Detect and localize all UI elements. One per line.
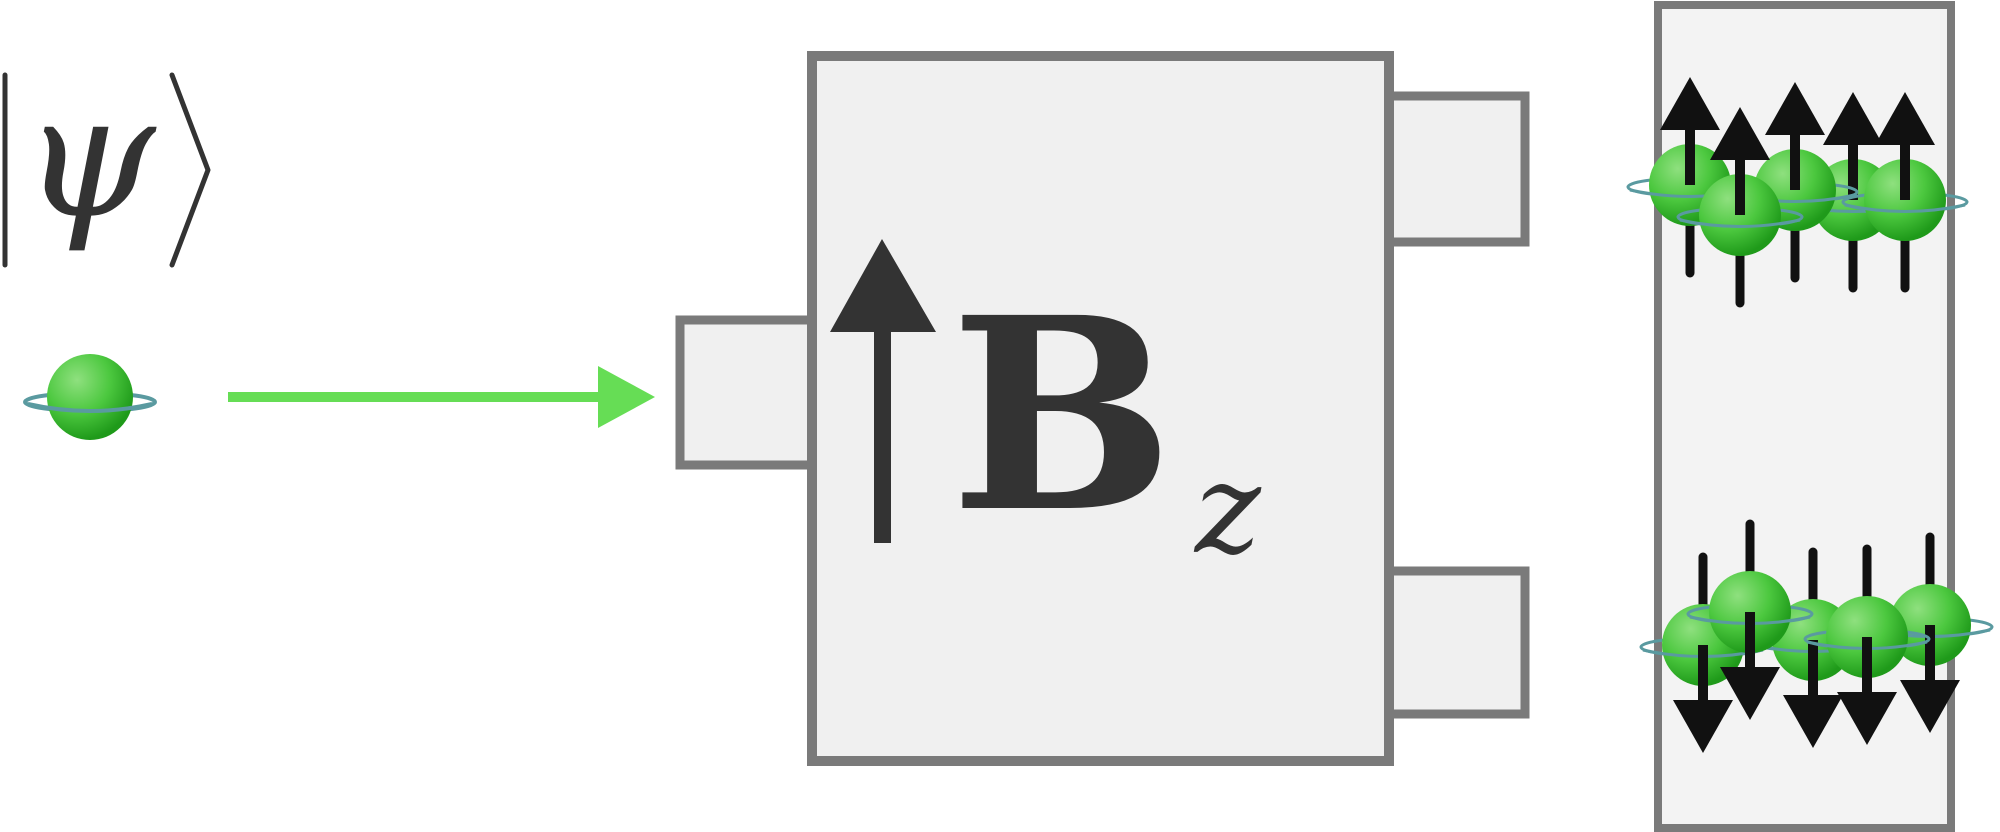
beam-arrow-icon [228,366,655,428]
incoming-particle [23,354,157,440]
spin-up-cluster [1626,77,1969,308]
spin-down-arrow-icon [1783,695,1843,748]
spinning-particle-icon [47,354,133,440]
outlet-port-lower [1380,566,1530,719]
outlet-port-upper [1380,91,1530,247]
screen-particle [1841,92,1969,293]
spin-down-arrow-icon [1837,692,1897,745]
spin-up-arrow-icon [1660,77,1720,130]
inlet-port [675,315,820,470]
magnet-box [807,51,1394,766]
field-up-arrow-icon [830,239,936,543]
field-symbol: B [950,260,1174,571]
spin-up-arrow-icon [1875,92,1935,145]
state-ket-label: ψ [2,58,211,268]
screen-particle [1686,519,1814,720]
spin-down-arrow-icon [1720,667,1780,720]
field-subscript: z [1193,437,1262,582]
ket-right-angle [169,72,211,268]
spin-up-arrow-icon [1765,82,1825,135]
psi-symbol: ψ [22,58,157,256]
spin-down-arrow-icon [1900,680,1960,733]
spin-up-arrow-icon [1710,107,1770,160]
spin-up-arrow-icon [1823,92,1883,145]
screen-particle [1676,107,1804,308]
screen-particle [1803,544,1931,745]
spin-down-arrow-icon [1673,700,1733,753]
spin-down-cluster [1639,519,1994,753]
